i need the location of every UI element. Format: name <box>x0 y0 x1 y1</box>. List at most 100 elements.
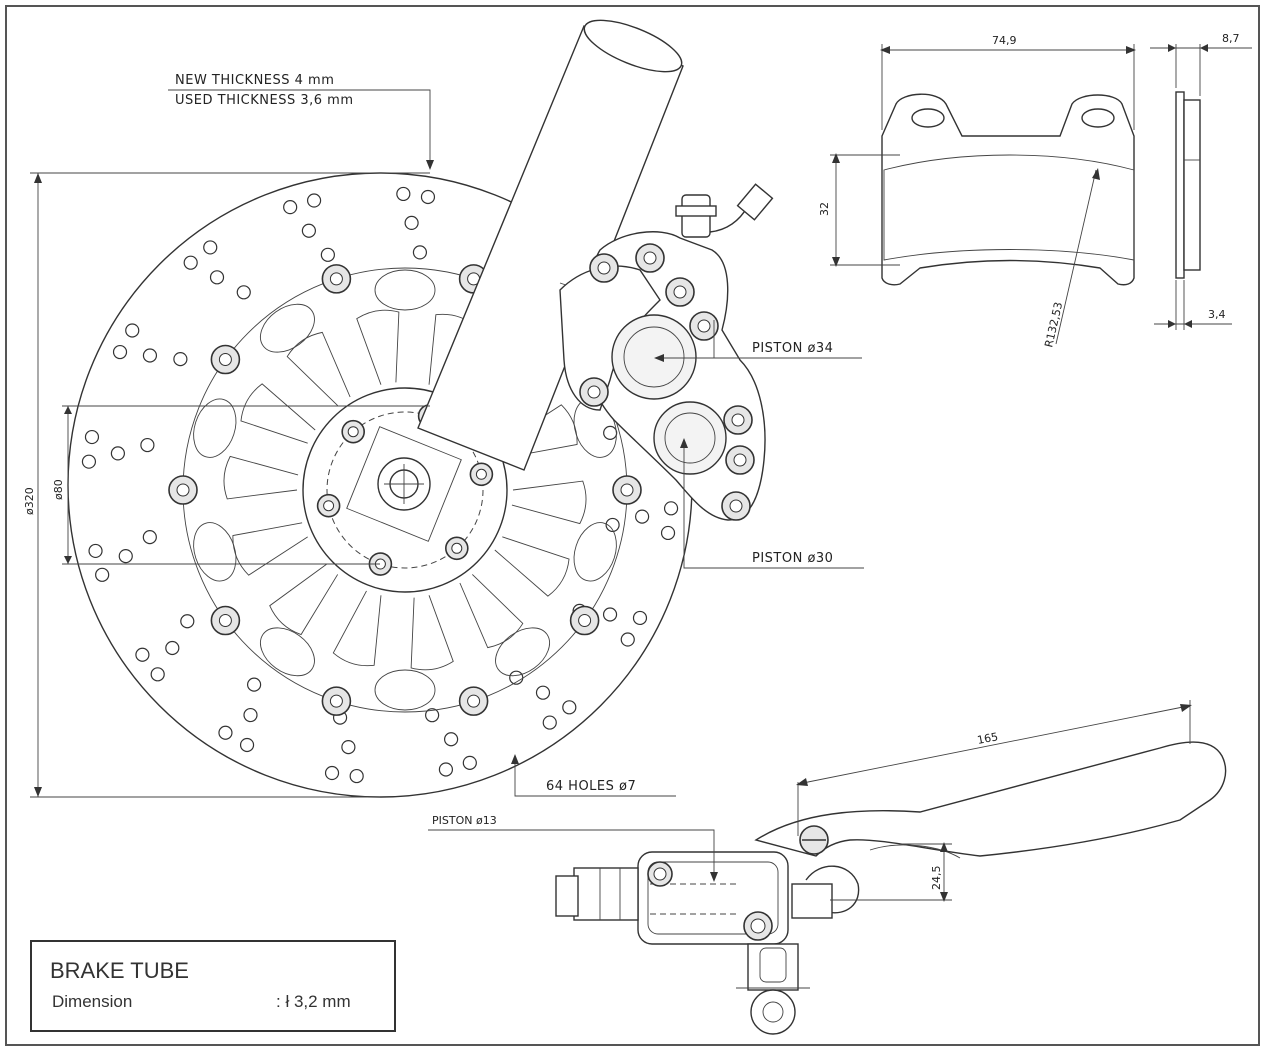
info-box-title: BRAKE TUBE <box>50 958 189 983</box>
mc-banjo <box>750 989 796 1035</box>
caliper-bolt-center <box>587 385 601 399</box>
disc-dimensions: NEW THICKNESS 4 mm USED THICKNESS 3,6 mm… <box>23 73 676 798</box>
disc-hole <box>562 700 577 715</box>
master-cylinder: PISTON ø13 165 24,5 <box>428 700 1227 1035</box>
disc-hole <box>635 509 650 524</box>
caliper-bolt-center <box>733 453 747 467</box>
brake-pad: 74,9 8,7 32 R132,53 3,4 <box>818 32 1252 349</box>
disc-hole <box>150 667 165 682</box>
pad-side-backplate <box>1175 91 1185 279</box>
axle-block <box>346 426 462 542</box>
pad-height: 32 <box>818 202 831 216</box>
hub-bolts <box>316 404 494 576</box>
hub-ring <box>302 387 508 593</box>
disc-button-center <box>218 613 232 627</box>
disc-hole <box>247 677 262 692</box>
disc-hole <box>324 765 340 781</box>
disc-hole <box>603 425 618 440</box>
disc-hole <box>84 429 100 445</box>
disc-lobe <box>573 522 617 582</box>
disc-lobe <box>260 627 315 677</box>
caliper-dimensions: PISTON ø34 PISTON ø30 <box>654 320 864 569</box>
disc-hole <box>203 240 218 255</box>
pad-thickness: 8,7 <box>1222 32 1240 45</box>
disc-hole <box>183 255 198 270</box>
piston-30-bore <box>653 401 727 475</box>
disc-hole <box>140 437 155 453</box>
hub-bolt-center <box>323 500 335 512</box>
disc-lobe <box>495 627 550 677</box>
disc-hole <box>462 755 477 770</box>
master-cylinder-end <box>573 867 639 921</box>
disc-hole <box>173 352 188 367</box>
fork-leg <box>417 19 684 471</box>
piston-34-label: PISTON ø34 <box>752 341 833 356</box>
disc-spoke <box>410 595 454 671</box>
disc-button-center <box>467 694 481 708</box>
disc-hole <box>95 567 110 582</box>
disc-button-center <box>620 483 634 497</box>
disc-spoke <box>356 309 400 385</box>
disc-hole <box>341 740 356 755</box>
brake-tube-info-box: BRAKE TUBE Dimension : ł 3,2 mm <box>30 940 396 1032</box>
disc-hole <box>320 247 335 262</box>
mc-piston-label: PISTON ø13 <box>432 814 497 827</box>
disc-hole <box>660 525 676 541</box>
disc-hole <box>142 348 158 363</box>
disc-hole <box>218 725 233 740</box>
hub-bolt-center <box>451 542 463 554</box>
disc-hole <box>125 323 140 338</box>
disc-spoke <box>223 455 299 500</box>
lever-offset: 24,5 <box>930 866 943 891</box>
disc-hole <box>420 189 436 205</box>
disc-hole <box>632 610 648 626</box>
pad-side-friction <box>1183 99 1201 271</box>
disc-button-center <box>218 353 232 367</box>
disc-spoke <box>459 574 524 649</box>
piston-34-bore <box>611 314 697 400</box>
brake-caliper <box>559 183 774 521</box>
caliper-bolt-center <box>729 499 743 513</box>
caliper-bolt-center <box>731 413 745 427</box>
caliper-bolt-center <box>643 251 657 265</box>
info-box-label: Dimension <box>52 992 133 1011</box>
disc-hole <box>301 223 316 238</box>
disc-hole <box>349 768 364 784</box>
disc-button-center <box>329 272 343 286</box>
disc-lobe <box>374 669 436 711</box>
disc-spoke <box>502 404 578 458</box>
disc-hole <box>135 647 150 662</box>
disc-hole <box>509 670 524 685</box>
disc-lobe <box>374 269 436 311</box>
pad-friction <box>883 154 1135 261</box>
disc-hole <box>209 270 225 285</box>
disc-hole <box>88 543 103 559</box>
disc-hole <box>236 285 251 300</box>
disc-spoke <box>232 522 308 576</box>
disc-carrier-spokes <box>223 309 587 671</box>
disc-hole <box>81 454 97 469</box>
hub-bolt-circle <box>326 411 484 569</box>
disc-button-center <box>176 483 190 497</box>
disc-hole <box>118 549 133 564</box>
disc-hole <box>239 737 255 753</box>
disc-hole <box>602 607 618 622</box>
disc-new-thickness: NEW THICKNESS 4 mm <box>175 73 334 88</box>
disc-hole <box>620 632 635 647</box>
disc-hole <box>438 762 454 777</box>
disc-hole <box>142 530 157 545</box>
disc-hole <box>396 186 411 202</box>
disc-hole <box>243 707 258 723</box>
hub-bolt-center <box>347 426 359 438</box>
disc-button-center <box>329 694 343 708</box>
pad-radius: R132,53 <box>1042 301 1065 349</box>
mc-banjo-neck <box>747 943 799 991</box>
disc-spoke <box>240 383 316 444</box>
disc-hole <box>444 732 459 747</box>
brake-lever <box>754 741 1227 857</box>
disc-bolt-circle: ø80 <box>52 479 65 500</box>
disc-spoke <box>269 563 339 636</box>
piston-30-label: PISTON ø30 <box>752 551 833 566</box>
disc-hole <box>112 344 128 360</box>
caliper-bolt-center <box>673 285 687 299</box>
